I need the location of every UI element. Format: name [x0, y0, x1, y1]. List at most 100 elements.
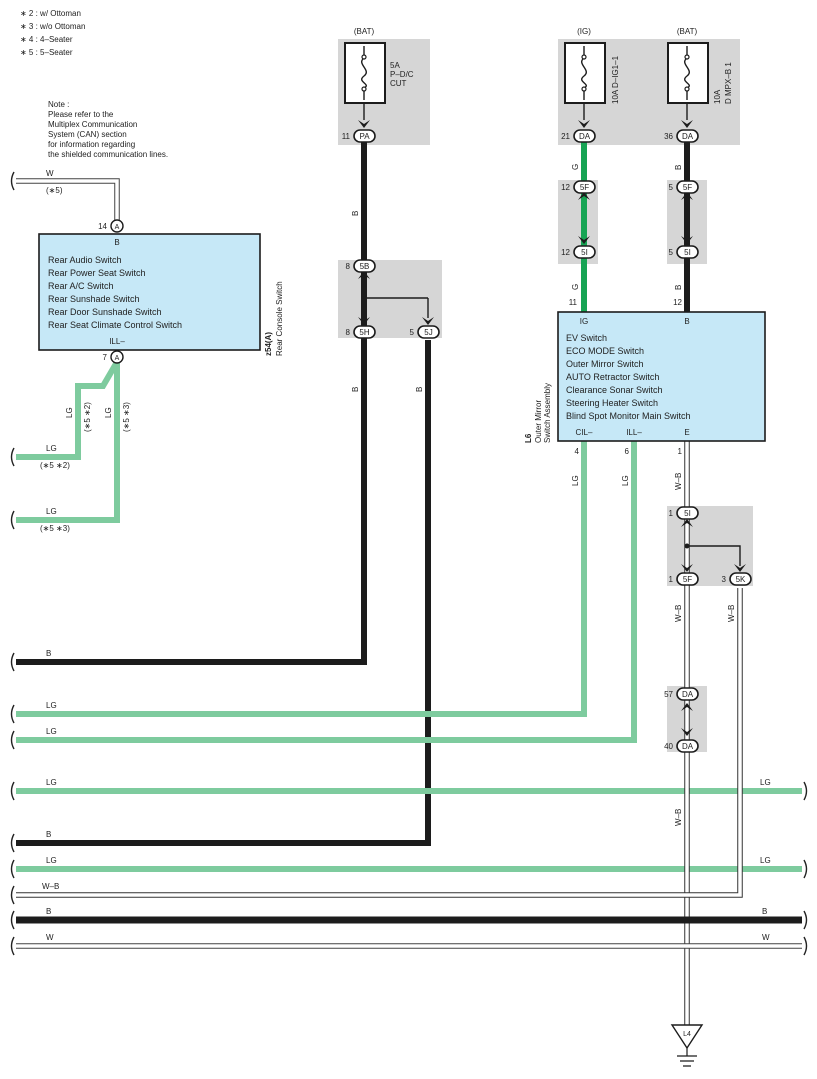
connector-code: 5F — [683, 575, 692, 584]
wire-color-label: LG — [104, 407, 113, 418]
wire-color-label: LG — [65, 407, 74, 418]
connector-5f-e: 5F 1 — [669, 572, 699, 586]
connector-code: DA — [682, 690, 694, 699]
connector-code: 5F — [683, 183, 692, 192]
connector-pin: 11 — [342, 132, 351, 141]
legend-line: ∗ 5 : 5–Seater — [20, 48, 73, 57]
connector-5k: 5K 3 — [722, 572, 752, 586]
wires — [16, 140, 802, 1030]
connector-oval — [353, 259, 376, 273]
switch-box — [557, 311, 766, 442]
component-code: z54(A) — [264, 332, 273, 356]
wire-color-label: W — [46, 933, 54, 942]
connector-5f-g: 5F 12 — [561, 180, 596, 194]
wire-lg-ill-rear-2 — [16, 360, 120, 460]
wire-labels: W (∗5) LG (∗5 ∗2) LG (∗5 ∗3) LG (∗5 ∗2) … — [40, 164, 771, 942]
wire-color-label: LG — [46, 444, 57, 453]
wire-color-label: LG — [46, 778, 57, 787]
connector-oval — [676, 129, 699, 143]
switch-box — [38, 233, 261, 351]
component-name: Rear Console Switch — [275, 281, 284, 356]
wire-color-label: B — [351, 387, 360, 392]
connector-code: 5I — [684, 509, 691, 518]
terminal-label: CIL– — [576, 428, 593, 437]
switch-item: Rear Power Seat Switch — [48, 268, 146, 278]
arrow-up-icon — [578, 192, 590, 200]
wire-end-mark — [10, 652, 15, 672]
wire-end-mark — [803, 936, 808, 956]
connector-code: 5H — [359, 328, 369, 337]
connector-pin: 4 — [575, 447, 580, 456]
connector-a-14: A 14 — [98, 219, 124, 233]
wire-end-mark — [803, 910, 808, 930]
splice-dots — [361, 295, 690, 549]
wire-lg-ill-rear-3 — [16, 362, 120, 523]
connector-5b: 5B 8 — [346, 259, 376, 273]
wire-end-mark — [10, 833, 15, 853]
fuse-terminal — [684, 86, 690, 92]
fuse-name: CUT — [390, 79, 407, 88]
connector-pin: 5 — [410, 328, 415, 337]
arrow-down-icon — [681, 120, 693, 128]
connector-pin: 57 — [664, 690, 673, 699]
connector-pin: 1 — [669, 509, 674, 518]
switch-item: AUTO Retractor Switch — [566, 372, 659, 382]
legend-line: ∗ 3 : w/o Ottoman — [20, 22, 85, 31]
wire-color-label: W–B — [674, 605, 683, 622]
switch-item: EV Switch — [566, 333, 607, 343]
connector-oval — [573, 180, 596, 194]
connector-da-57: DA 57 — [664, 687, 699, 701]
terminal-label: ILL– — [626, 428, 642, 437]
wire-end-mark — [10, 704, 15, 724]
component-name: Switch Assembly — [543, 383, 552, 443]
switch-item: Outer Mirror Switch — [566, 359, 644, 369]
connector-pin: 5 — [669, 183, 674, 192]
arrow-up-icon — [681, 192, 693, 200]
wire-wb-5k-inner — [16, 588, 742, 897]
connector-oval — [676, 687, 699, 701]
connector-code: DA — [682, 132, 694, 141]
fuse-source: (IG) — [577, 27, 591, 36]
connector-pin: 1 — [678, 447, 683, 456]
splice-dot — [684, 543, 690, 549]
connector-oval — [676, 506, 699, 520]
connector-oval — [573, 245, 596, 259]
connector-oval — [676, 245, 699, 259]
fuse-source: (BAT) — [354, 27, 375, 36]
fuse-terminal — [361, 54, 367, 60]
connector-pin: 6 — [625, 447, 630, 456]
wire-note: (∗5 ∗2) — [83, 402, 92, 432]
legend-line: ∗ 2 : w/ Ottoman — [20, 9, 81, 18]
connector-circle — [110, 219, 124, 233]
wire-end-mark — [10, 730, 15, 750]
connector-pin: 12 — [561, 183, 570, 192]
wire-color-label: LG — [571, 475, 580, 486]
wire-end-mark — [10, 910, 15, 930]
switch-item: Rear Sunshade Switch — [48, 294, 140, 304]
connector-oval — [573, 129, 596, 143]
connector-code: 5J — [424, 328, 432, 337]
connectors: PA 11 DA 21 DA 36 5B 8 5H 8 5J 5 — [98, 129, 752, 753]
wire-color-label: W–B — [674, 473, 683, 490]
fuse-terminal — [581, 54, 587, 60]
arrow-down-icon — [681, 236, 693, 244]
wire-color-label: W — [46, 169, 54, 178]
splice-dot — [361, 295, 367, 301]
legend: ∗ 2 : w/ Ottoman ∗ 3 : w/o Ottoman ∗ 4 :… — [20, 9, 85, 57]
connector-pin: 40 — [664, 742, 673, 751]
connector-a-7: A 7 — [103, 350, 124, 364]
wire-color-label: W–B — [674, 809, 683, 826]
switch-item: Clearance Sonar Switch — [566, 385, 663, 395]
terminal-label: B — [684, 317, 689, 326]
wire-color-label: B — [415, 387, 424, 392]
wire-color-label: G — [571, 164, 580, 170]
wire-b-5j — [16, 340, 431, 846]
wire-color-label: B — [46, 830, 51, 839]
wire-end-mark — [10, 936, 15, 956]
note-line: the shielded communication lines. — [48, 150, 168, 159]
wire-end-mark — [10, 781, 15, 801]
fuse-label: 10A D–IG1–1 — [611, 55, 620, 104]
arrow-down-icon — [358, 120, 370, 128]
fuse-rating: 10A — [713, 89, 722, 104]
arrow-down-icon — [734, 564, 746, 572]
